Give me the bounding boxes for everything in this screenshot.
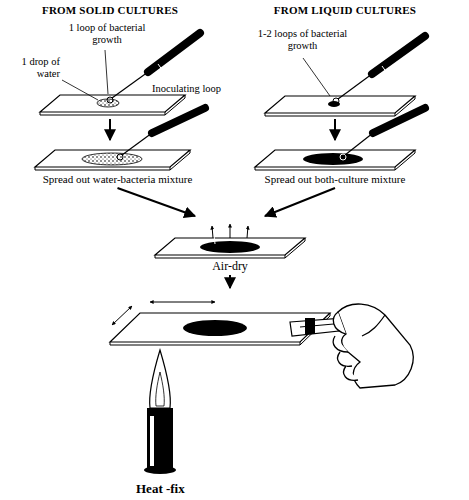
step-caption: Spread out water-bacteria mixture xyxy=(25,173,210,186)
procedure-step: Air-dry xyxy=(150,218,310,273)
leader-line xyxy=(303,58,330,96)
hand xyxy=(333,304,413,388)
evaporation-arrow xyxy=(212,226,213,238)
evaporation-arrow xyxy=(213,226,215,244)
flow-arrow xyxy=(229,275,231,288)
leader-line xyxy=(105,50,108,94)
callout-label: Inoculating loop xyxy=(152,83,247,95)
glass-slide xyxy=(155,224,305,258)
glass-slide xyxy=(255,150,415,170)
step-caption: Heat -fix xyxy=(110,482,350,495)
bunsen-burner xyxy=(144,350,176,474)
inoculating-loop xyxy=(117,108,205,160)
callout-label: 1-2 loops of bacterial growth xyxy=(255,28,350,52)
callout-label: 1 drop of water xyxy=(6,56,60,80)
step-caption: Spread out both-culture mixture xyxy=(245,173,425,186)
leader-line xyxy=(62,80,98,100)
evaporation-arrow xyxy=(230,224,231,238)
flow-arrow xyxy=(265,188,335,216)
inoculating-loop xyxy=(340,108,425,160)
glass-slide xyxy=(265,96,415,116)
glass-slide xyxy=(35,150,190,170)
procedure-step: Spread out both-culture mixture xyxy=(245,143,425,186)
step-arrow xyxy=(109,119,111,140)
column-heading: FROM LIQUID CULTURES xyxy=(245,4,445,16)
step-caption: Air-dry xyxy=(150,260,310,273)
callout-label: 1 loop of bacterial growth xyxy=(68,22,146,46)
inoculating-loop xyxy=(333,36,425,104)
step-arrow xyxy=(334,119,336,140)
flow-arrow xyxy=(118,188,196,216)
column-heading: FROM SOLID CULTURES xyxy=(20,4,200,16)
procedure-step: Heat -fix xyxy=(110,290,350,495)
procedure-step: Spread out water-bacteria mixture xyxy=(25,143,210,186)
evaporation-arrow xyxy=(247,226,248,238)
